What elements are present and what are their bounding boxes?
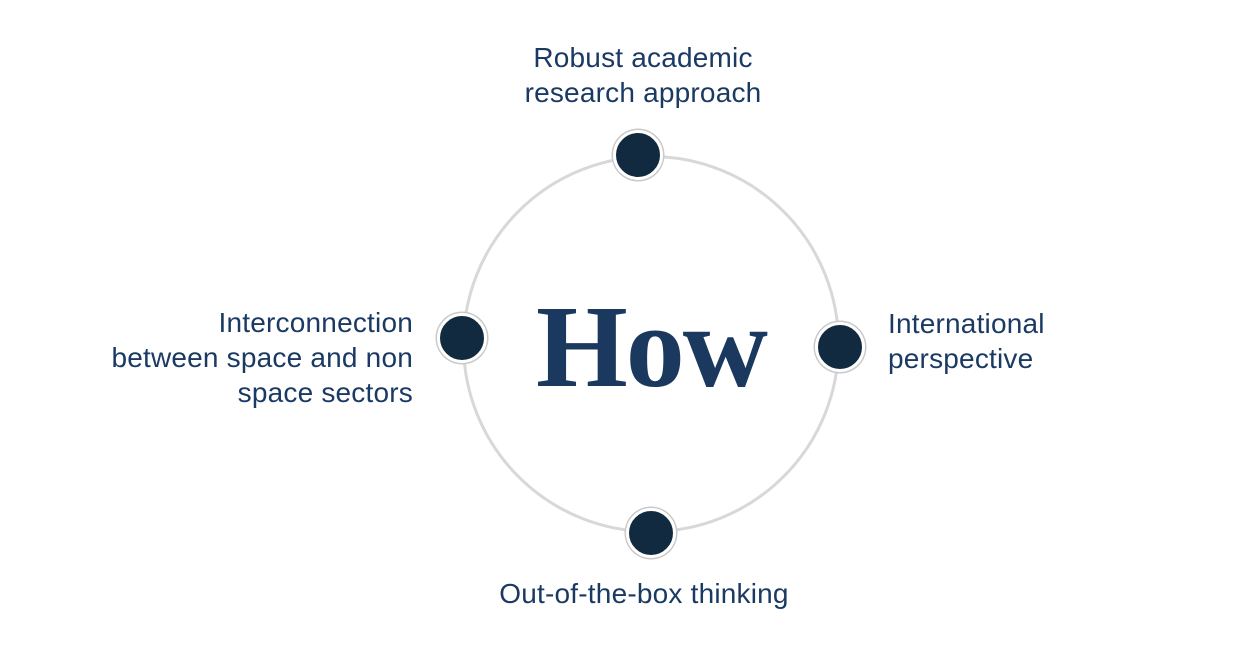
- node-dot-left: [437, 313, 487, 363]
- label-line: space sectors: [237, 377, 413, 408]
- label-line: perspective: [888, 343, 1034, 374]
- label-top: Robust academic research approach: [443, 40, 843, 110]
- label-right: International perspective: [888, 306, 1168, 376]
- label-line: Out-of-the-box thinking: [499, 578, 789, 609]
- node-dot-top: [613, 130, 663, 180]
- label-bottom: Out-of-the-box thinking: [444, 576, 844, 611]
- node-dot-bottom: [626, 508, 676, 558]
- label-line: Robust academic: [533, 42, 753, 73]
- label-line: research approach: [524, 77, 762, 108]
- node-dot-right: [815, 322, 865, 372]
- center-word: How: [536, 281, 768, 412]
- label-line: between space and non: [111, 342, 413, 373]
- label-line: International: [888, 308, 1045, 339]
- label-left: Interconnection between space and non sp…: [60, 305, 413, 410]
- label-line: Interconnection: [218, 307, 413, 338]
